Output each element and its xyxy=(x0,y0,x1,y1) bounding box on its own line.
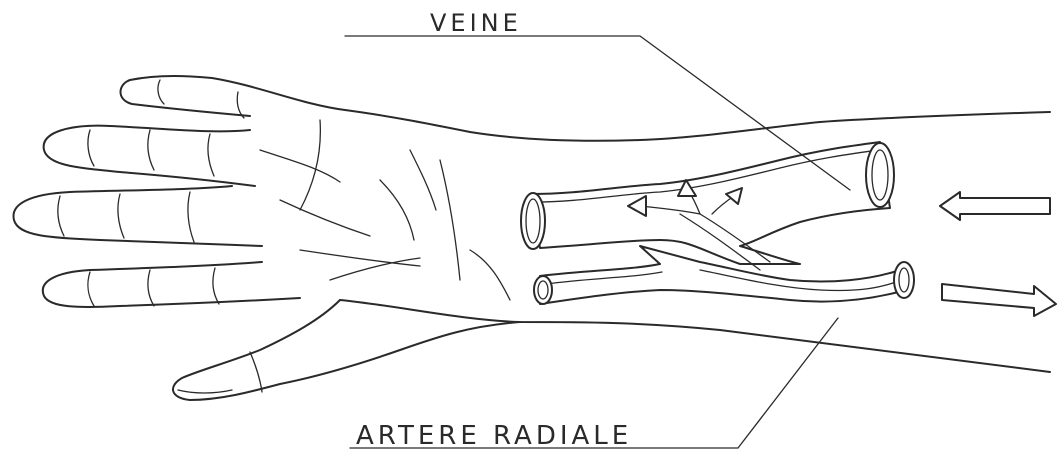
vein-opening-left xyxy=(521,193,545,249)
external-arrow-out: arrow-right-icon xyxy=(942,284,1056,316)
artery-label: ARTERE RADIALE xyxy=(356,421,632,451)
artery-opening-left xyxy=(534,276,552,304)
external-arrow-in: arrow-left-icon xyxy=(940,192,1050,220)
vein-opening-right xyxy=(866,143,894,207)
vein-label: VEINE xyxy=(430,9,522,37)
vein-vessel xyxy=(521,142,894,264)
